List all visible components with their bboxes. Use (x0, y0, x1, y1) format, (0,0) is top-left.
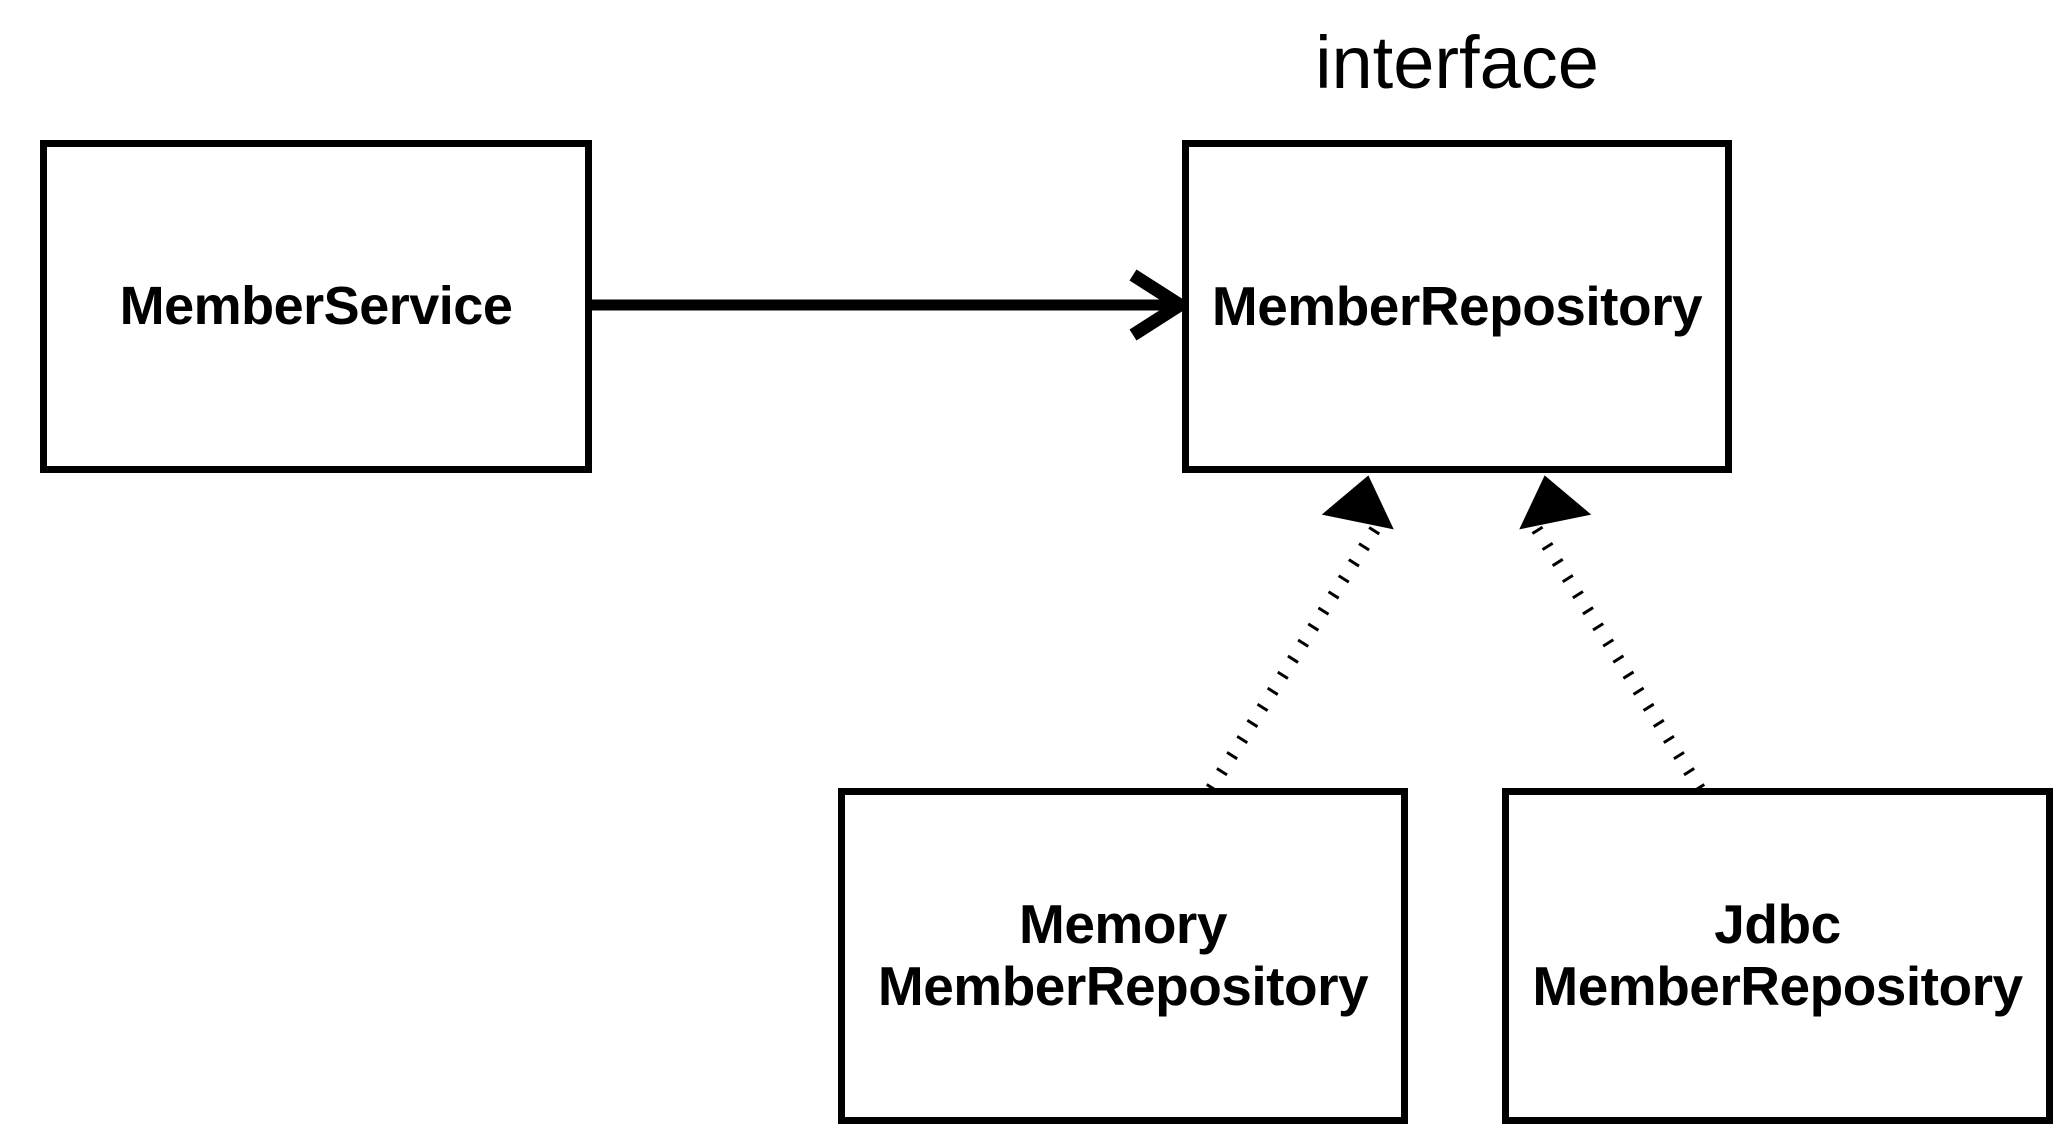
edge-jdbc-implements-repository-arrowhead (1519, 475, 1592, 530)
edge-service-to-repository (592, 269, 1193, 341)
class-box-jdbc-member-repository-label-line2: MemberRepository (1532, 955, 2023, 1017)
edge-memory-implements-repository-line (1205, 516, 1387, 793)
class-box-memory-member-repository-label-line2: MemberRepository (877, 955, 1369, 1017)
class-box-memory-member-repository[interactable]: Memory MemberRepository (838, 788, 1408, 1124)
edge-memory-implements-repository-arrowhead (1321, 475, 1394, 530)
class-box-jdbc-member-repository[interactable]: Jdbc MemberRepository (1502, 788, 2053, 1124)
edge-memory-implements-repository (1205, 475, 1394, 793)
class-box-member-service-label: MemberService (119, 276, 513, 337)
class-box-jdbc-member-repository-label: Jdbc MemberRepository (1532, 893, 2023, 1017)
edge-jdbc-implements-repository-line (1525, 516, 1706, 793)
edge-jdbc-implements-repository (1519, 475, 1706, 793)
interface-stereotype-label: interface (1315, 21, 1599, 104)
class-box-member-service[interactable]: MemberService (40, 140, 592, 473)
class-box-member-repository[interactable]: MemberRepository (1182, 140, 1732, 473)
edge-service-to-repository-arrowhead (1129, 269, 1193, 341)
class-box-jdbc-member-repository-label-line1: Jdbc (1714, 893, 1841, 956)
class-box-member-repository-label: MemberRepository (1211, 274, 1703, 337)
class-box-memory-member-repository-label: Memory MemberRepository (877, 893, 1369, 1017)
class-box-memory-member-repository-label-line1: Memory (1019, 893, 1227, 956)
